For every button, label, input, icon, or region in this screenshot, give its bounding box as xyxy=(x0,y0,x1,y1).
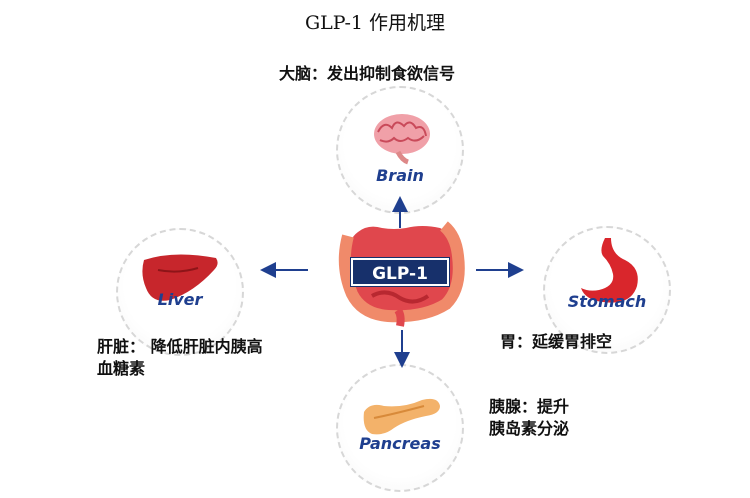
brain-node: Brain xyxy=(336,86,464,214)
pancreas-icon xyxy=(363,398,440,435)
stomach-node: Stomach xyxy=(543,226,671,354)
connections-layer xyxy=(260,196,524,368)
glp1-badge: GLP-1 xyxy=(351,258,449,286)
pancreas-label: Pancreas xyxy=(359,434,441,453)
liver-node: Liver xyxy=(116,228,244,356)
pancreas-caption-line1: 胰腺：提升 xyxy=(489,397,570,416)
liver-caption-line1: 肝脏： 降低肝脏内胰高 xyxy=(97,337,263,356)
liver-caption: 肝脏： 降低肝脏内胰高 血糖素 xyxy=(97,336,263,380)
stomach-label: Stomach xyxy=(567,292,647,311)
brain-label: Brain xyxy=(376,166,424,185)
liver-label: Liver xyxy=(157,290,203,309)
brain-caption: 大脑：发出抑制食欲信号 xyxy=(279,64,456,83)
liver-icon xyxy=(142,254,218,301)
pancreas-caption-line2: 胰岛素分泌 xyxy=(489,419,570,438)
stomach-caption: 胃：延缓胃排空 xyxy=(500,332,613,351)
liver-caption-line2: 血糖素 xyxy=(97,359,146,378)
stomach-icon xyxy=(581,238,638,303)
diagram-title: GLP-1 作用机理 xyxy=(304,12,446,34)
pancreas-node: Pancreas xyxy=(336,364,464,492)
pancreas-caption: 胰腺：提升 胰岛素分泌 xyxy=(489,396,569,440)
brain-icon xyxy=(374,114,430,165)
